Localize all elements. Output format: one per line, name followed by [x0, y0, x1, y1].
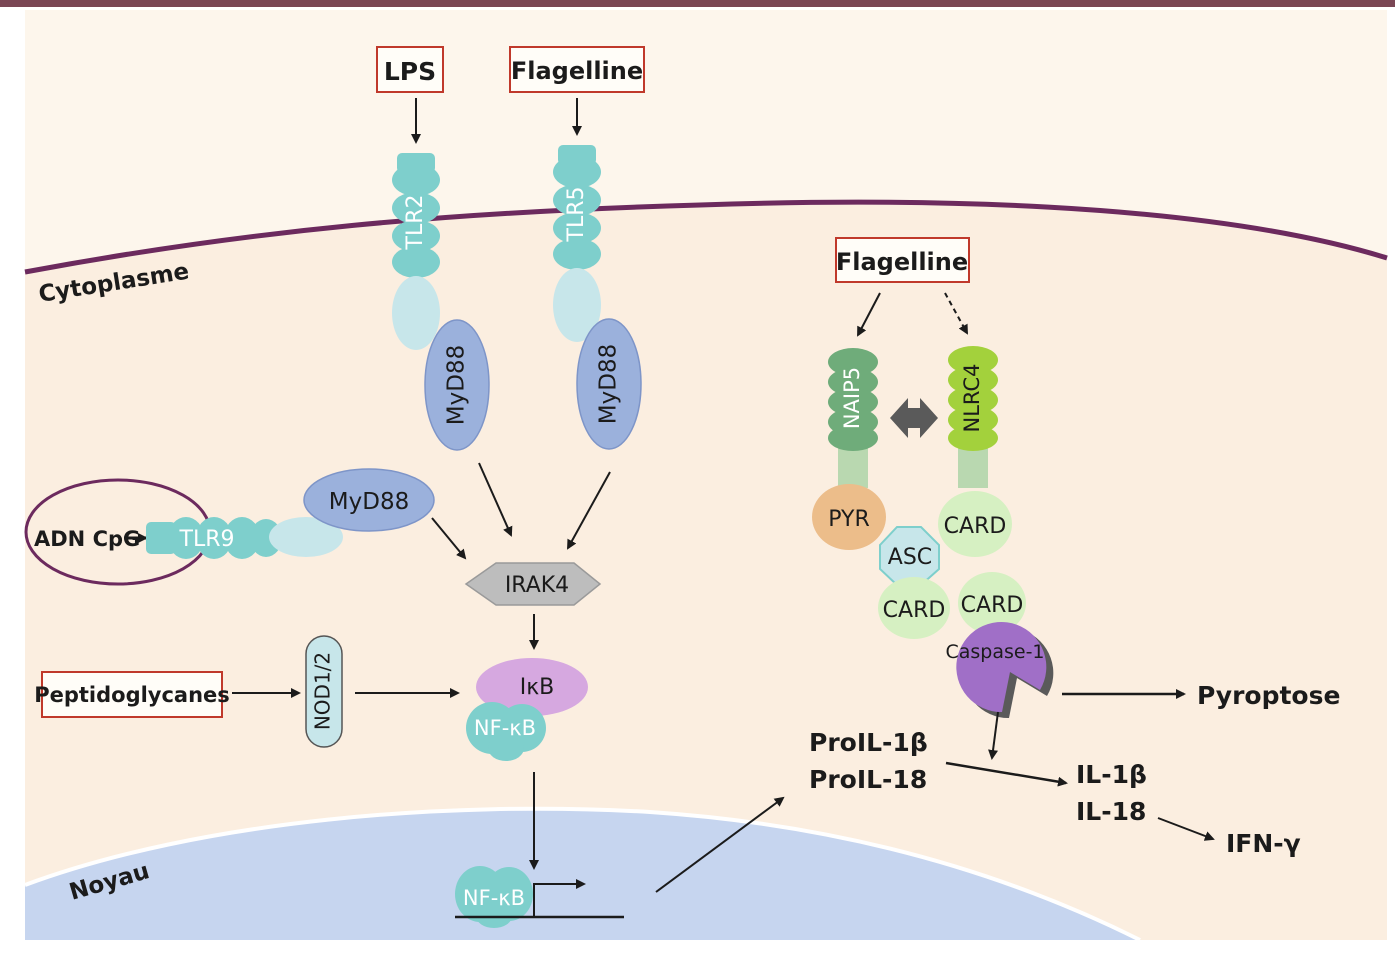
- tlr5-receptor: TLR5: [553, 145, 601, 342]
- tlr2-receptor: TLR2: [392, 153, 440, 350]
- asc: ASC: [879, 526, 940, 586]
- nfkb-label: NF-κB: [474, 716, 536, 740]
- ikb: [476, 658, 588, 716]
- frame-top-bar: [0, 0, 1395, 7]
- arrow-caspase-cleavage: [988, 711, 999, 760]
- arrow-flagelline-naip5: [857, 292, 881, 337]
- arrow-proil-il: [945, 761, 1068, 787]
- plasma-membrane: [24, 199, 1388, 275]
- naip5-nlrc4-interaction-icon: [890, 398, 938, 438]
- peptidoglycanes-box: [41, 671, 223, 718]
- tlr9-receptor: TLR9: [146, 517, 343, 559]
- lps-box: [376, 46, 444, 93]
- arrow-myd88-tlr2-irak4: [478, 462, 513, 537]
- flagelline-tlr5-label: Flagelline: [511, 57, 643, 85]
- caspase-label: Caspase-1: [945, 641, 1044, 663]
- card-nlrc4-label: CARD: [944, 514, 1007, 539]
- il1b-label: IL-1β: [1076, 760, 1147, 789]
- flagelline-cyto-box: [835, 237, 970, 283]
- pyr-domain: PYR: [812, 484, 886, 550]
- adn-cpg-label: ADN CpG: [34, 527, 140, 551]
- nuclear-envelope: [24, 806, 1141, 942]
- nod-label: NOD1/2: [311, 652, 335, 730]
- lps-label: LPS: [384, 57, 436, 86]
- arrow-flagelline-nlrc4: [944, 292, 968, 335]
- naip5: NAIP5: [828, 348, 878, 488]
- arrow-transcription-proil: [655, 796, 785, 893]
- il18-label: IL-18: [1076, 797, 1146, 826]
- card-caspase-label: CARD: [961, 593, 1024, 618]
- irak4-label: IRAK4: [505, 573, 569, 598]
- pyroptose-label: Pyroptose: [1197, 681, 1340, 710]
- ikb-label: IκB: [520, 675, 555, 700]
- ifng-label: IFN-γ: [1226, 829, 1301, 858]
- arrow-myd88-tlr9-irak4: [431, 517, 467, 560]
- card-asc-label: CARD: [883, 598, 946, 623]
- tlr9-label: TLR9: [179, 527, 235, 552]
- proil18-label: ProIL-18: [809, 765, 927, 794]
- myd88-tlr2: MyD88: [424, 319, 490, 451]
- pyr-label: PYR: [828, 507, 870, 532]
- myd88-tlr9-label: MyD88: [329, 489, 409, 515]
- tlr2-label: TLR2: [403, 195, 428, 251]
- card-asc: CARD: [878, 577, 950, 639]
- flagelline-cyto-label: Flagelline: [836, 248, 968, 276]
- ikb-nfkb-complex: IκB NF-κB: [466, 658, 588, 761]
- myd88-tlr2-label: MyD88: [444, 345, 470, 425]
- card-caspase: CARD: [958, 572, 1026, 634]
- naip5-label: NAIP5: [840, 367, 864, 429]
- arrow-il18-ifng: [1157, 817, 1215, 841]
- nucleus: [25, 808, 1140, 940]
- arrow-myd88-tlr5-irak4: [567, 471, 611, 550]
- caspase-1-body: [956, 622, 1047, 713]
- nod1-2: NOD1/2: [305, 635, 343, 748]
- nfkb-nucleus: NF-κB: [455, 866, 533, 928]
- myd88-tlr5-label: MyD88: [596, 344, 622, 424]
- tlr5-label: TLR5: [564, 187, 589, 243]
- myd88-tlr5: MyD88: [576, 318, 642, 450]
- caspase-1: Caspase-1: [945, 622, 1054, 719]
- nlrc4: NLRC4: [948, 346, 998, 488]
- myd88-tlr9: MyD88: [303, 468, 435, 532]
- irak4: IRAK4: [464, 562, 602, 606]
- nfkb-nucleus-label: NF-κB: [463, 886, 525, 910]
- transcription-start: [533, 879, 586, 917]
- card-nlrc4: CARD: [938, 491, 1012, 557]
- asc-label: ASC: [888, 545, 932, 570]
- nlrc4-label: NLRC4: [960, 364, 984, 433]
- proil1b-label: ProIL-1β: [809, 728, 928, 757]
- flagelline-tlr5-box: [509, 46, 645, 93]
- peptidoglycanes-label: Peptidoglycanes: [34, 683, 230, 707]
